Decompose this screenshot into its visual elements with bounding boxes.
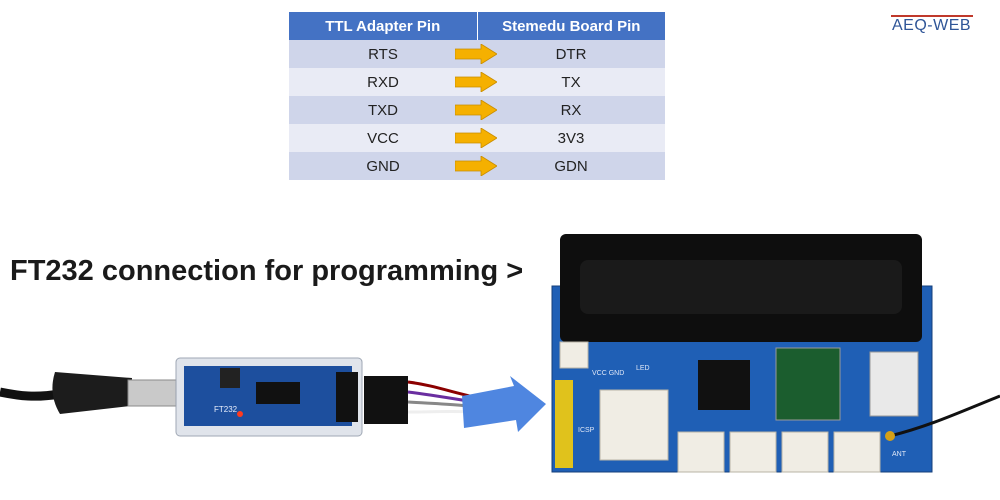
voltage-jumper — [220, 368, 240, 388]
power-led — [237, 411, 243, 417]
connection-arrow — [462, 376, 546, 432]
power-connector — [559, 341, 589, 369]
arrow-right-icon — [455, 156, 497, 176]
usb-connector — [127, 379, 177, 407]
side-header — [869, 351, 919, 417]
ft232-chip — [256, 382, 300, 404]
antenna-cable — [889, 394, 1000, 438]
board-pin-label: 3V3 — [557, 129, 585, 147]
board-label-led: LED — [636, 365, 650, 372]
battery-slot — [580, 260, 902, 314]
adapter-label: FT232 — [214, 405, 238, 414]
brand-underline — [891, 15, 973, 17]
board-pin-cell: TX — [455, 68, 665, 96]
table-row: GND GDN — [289, 152, 665, 180]
arrow-right-icon — [455, 72, 497, 92]
dupont-connector — [364, 376, 408, 424]
adapter-pin-cell: RTS — [289, 40, 477, 68]
usb-plug-body — [52, 372, 132, 414]
board-pin-label: TX — [561, 73, 581, 91]
adapter-pin-cell: RXD — [289, 68, 477, 96]
board-pin-label: DTR — [555, 45, 587, 63]
pin-mapping-table: TTL Adapter Pin Stemedu Board Pin RTS DTR… — [289, 12, 665, 180]
adapter-pin-cell: GND — [289, 152, 477, 180]
lora-module — [775, 347, 841, 421]
board-pin-cell: DTR — [455, 40, 665, 68]
board-pin-cell: GDN — [455, 152, 665, 180]
brand-logo: AEQ-WEB — [892, 17, 972, 34]
grove-connector-2 — [677, 431, 725, 473]
header-board-pin: Stemedu Board Pin — [477, 12, 665, 40]
microcontroller-chip — [698, 360, 750, 410]
table-row: RXD TX — [289, 68, 665, 96]
table-header-row: TTL Adapter Pin Stemedu Board Pin — [289, 12, 665, 40]
arrow-right-icon — [455, 44, 497, 64]
antenna-connector — [885, 431, 895, 441]
arrow-right-icon — [455, 100, 497, 120]
table-row: TXD RX — [289, 96, 665, 124]
usb-cable — [0, 387, 61, 401]
board-pin-label: GDN — [554, 157, 588, 175]
icsp-header — [555, 380, 573, 468]
table-row: VCC 3V3 — [289, 124, 665, 152]
board-pin-cell: RX — [455, 96, 665, 124]
adapter-pin-cell: TXD — [289, 96, 477, 124]
adapter-pin-header — [336, 372, 358, 422]
table-row: RTS DTR — [289, 40, 665, 68]
page-title: FT232 connection for programming > — [10, 255, 524, 287]
grove-connector-4 — [781, 431, 829, 473]
adapter-pin-cell: VCC — [289, 124, 477, 152]
board-label-icsp: ICSP — [578, 427, 595, 434]
arrow-right-icon — [455, 128, 497, 148]
grove-connector-5 — [833, 431, 881, 473]
grove-connector-1 — [599, 389, 669, 461]
board-pin-label: RX — [560, 101, 582, 119]
board-label-vcc: VCC GND — [592, 370, 624, 377]
hardware-photo: FT232 VCC GND LED ICSP ANT — [0, 234, 1000, 473]
board-pin-cell: 3V3 — [455, 124, 665, 152]
board-label-ant: ANT — [892, 451, 907, 458]
grove-connector-3 — [729, 431, 777, 473]
header-adapter-pin: TTL Adapter Pin — [289, 12, 478, 40]
